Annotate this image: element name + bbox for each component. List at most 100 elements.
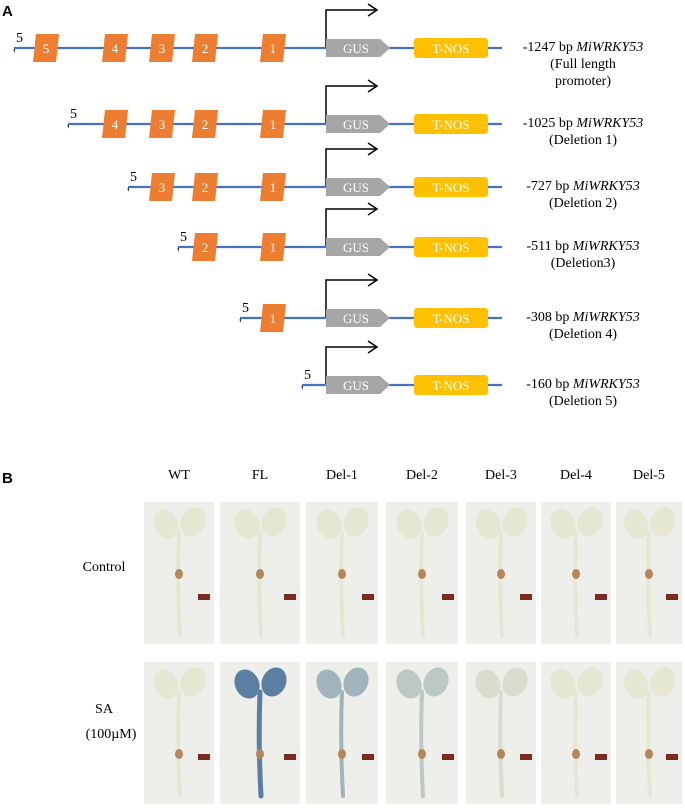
cotyledon-left [623,669,649,699]
seed-coat [497,749,505,759]
promoter-element-box [192,173,218,201]
tnos-terminator-box [414,114,488,134]
seedling-photo [541,662,611,804]
column-header: FL [252,468,268,483]
promoter-element-box [260,233,286,261]
gus-label: GUS [343,41,369,56]
hypocotyl-root [419,690,425,798]
seedling-photo [144,502,214,644]
cotyledon-right [343,507,369,537]
seedling-photo [541,502,611,644]
seedling-photo [616,502,682,644]
row-label: SA [95,702,114,717]
scale-bar [666,594,678,600]
gus-reporter-box [326,115,390,133]
promoter-element-box [260,304,286,332]
panel-b-letter: B [2,470,13,487]
five-prime-label: 5 [130,170,137,185]
promoter-element-number: 1 [270,41,277,56]
cotyledon-right [650,507,676,537]
construct-size-label: -308 bp MiWRKY53 [526,310,640,325]
construct-name-label: (Deletion3) [551,256,616,271]
cotyledon-right [423,667,449,697]
row-label-concentration: (100µM) [86,727,137,742]
scale-bar [198,594,210,600]
promoter-element-number: 3 [159,41,166,56]
construct-size-label: -511 bp MiWRKY53 [526,239,639,254]
transcription-start-arrow [325,9,376,47]
promoter-element-box [260,173,286,201]
prime-mark: ' [239,317,242,332]
hypocotyl-root [339,530,345,638]
seed-coat [338,749,346,759]
cotyledon-left [475,669,501,699]
cotyledon-right [502,507,528,537]
cotyledon-left [316,509,342,539]
scale-bar [666,754,678,760]
scale-bar [198,754,210,760]
construct-name-label: (Full length [550,57,616,72]
construct-name-label: (Deletion 5) [549,394,617,409]
cotyledon-right [502,667,528,697]
prime-mark: ' [13,47,16,62]
promoter-element-number: 2 [202,240,209,255]
cotyledon-right [180,667,206,697]
cotyledon-left [234,669,260,699]
hypocotyl-root [176,690,182,798]
cotyledon-left [396,509,422,539]
tnos-label: T-NOS [432,180,469,195]
size-prefix: -1025 bp [523,116,577,131]
promoter-element-number: 1 [270,240,277,255]
seed-coat [645,749,653,759]
promoter-element-number: 2 [202,41,209,56]
hypocotyl-root [176,530,182,638]
column-header: Del-2 [406,468,438,483]
arrowhead-icon [367,202,379,216]
five-prime-label: 5 [180,230,187,245]
row-label: Control [83,560,126,575]
seed-coat [418,569,426,579]
column-header: Del-4 [560,468,592,483]
gus-label: GUS [343,378,369,393]
seed-coat [338,569,346,579]
arrowhead-icon [367,142,379,156]
size-prefix: -511 bp [526,239,572,254]
transcription-start-arrow [325,346,376,384]
scale-bar [284,754,296,760]
promoter-element-number: 2 [202,117,209,132]
promoter-element-number: 1 [270,117,277,132]
promoter-element-number: 4 [112,41,119,56]
gus-label: GUS [343,117,369,132]
scale-bar [520,594,532,600]
cotyledon-left [153,669,179,699]
hypocotyl-root [257,530,263,638]
hypocotyl-root [498,690,504,798]
cotyledon-left [153,509,179,539]
size-prefix: -727 bp [526,179,573,194]
seed-coat [572,569,580,579]
tnos-terminator-box [414,177,488,197]
transcription-start-arrow [325,208,376,246]
seed-coat [645,569,653,579]
seedling-photo [616,662,682,804]
five-prime-label: 5 [242,301,249,316]
construct-size-label: -1025 bp MiWRKY53 [523,116,644,131]
promoter-element-box [33,34,59,62]
promoter-element-box [102,110,128,138]
construct-name-label-cont: promoter) [555,74,611,89]
construct-name-label: (Deletion 1) [549,133,617,148]
hypocotyl-root [498,530,504,638]
gus-label: GUS [343,180,369,195]
seed-coat [175,749,183,759]
seedling-photo [386,662,458,804]
column-header: Del-3 [485,468,517,483]
scale-bar [284,594,296,600]
cotyledon-right [577,507,603,537]
arrowhead-icon [367,340,379,354]
seedling-photo [386,502,458,644]
